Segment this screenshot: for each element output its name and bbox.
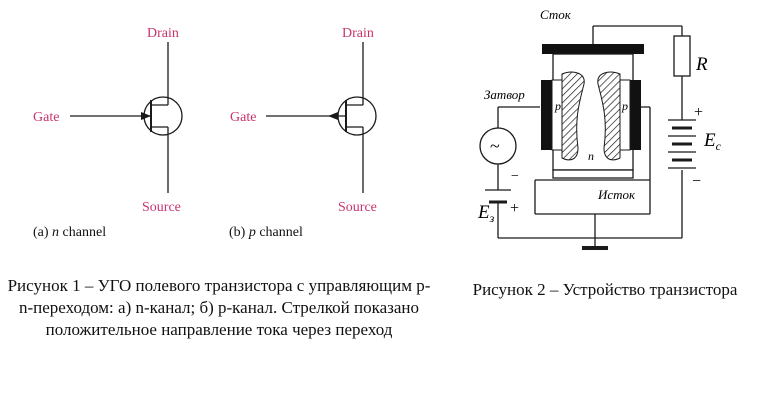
depletion-region-left <box>561 71 585 161</box>
jfet-symbols-figure: Drain Gate Source (a) n channel Drain Ga… <box>33 26 377 240</box>
r-label: R <box>695 54 708 75</box>
figure2-caption: Рисунок 2 – Устройство транзистора <box>472 280 738 299</box>
p-source-label: Source <box>338 200 377 215</box>
battery-ec <box>668 119 696 169</box>
ez-plus-label: + <box>510 200 519 217</box>
depletion-region-right <box>597 71 621 161</box>
gate-electrode-left <box>541 80 552 150</box>
p-left-label: p <box>554 99 561 113</box>
transistor-structure-figure: Сток Затвор Исток R Ec Eз p p n + − − + … <box>477 7 722 250</box>
n-channel-caption: (a) n channel <box>33 225 106 240</box>
ec-label: Ec <box>703 130 722 153</box>
ac-minus-label: − <box>511 169 519 184</box>
p-channel-caption: (b) p channel <box>229 225 303 240</box>
drain-electrode <box>542 44 644 54</box>
p-region-right <box>619 79 631 151</box>
ac-source <box>479 127 517 165</box>
stok-label: Сток <box>540 7 572 22</box>
p-channel-symbol <box>266 42 377 193</box>
ac-tilde-glyph: ~ <box>490 136 500 156</box>
ez-label: Eз <box>477 202 495 225</box>
zatvor-label: Затвор <box>484 87 525 102</box>
n-label: n <box>588 149 594 163</box>
n-gate-label: Gate <box>33 110 59 125</box>
p-right-label: p <box>621 99 628 113</box>
n-source-label: Source <box>142 200 181 215</box>
source-electrode <box>552 169 634 179</box>
p-drain-label: Drain <box>342 26 374 41</box>
n-channel-symbol <box>70 42 183 193</box>
p-region-left <box>551 79 563 151</box>
plus-top-label: + <box>694 104 703 121</box>
minus-bottom-label: − <box>692 173 701 190</box>
figure1-caption: Рисунок 1 – УГО полевого транзистора с у… <box>7 276 431 339</box>
istok-label: Исток <box>597 187 636 202</box>
resistor-r <box>673 35 691 77</box>
n-channel-arrow <box>141 112 151 120</box>
battery-ez <box>485 189 511 204</box>
p-channel-arrow <box>328 112 338 120</box>
n-drain-label: Drain <box>147 26 179 41</box>
p-gate-label: Gate <box>230 110 256 125</box>
gate-electrode-right <box>630 80 641 150</box>
